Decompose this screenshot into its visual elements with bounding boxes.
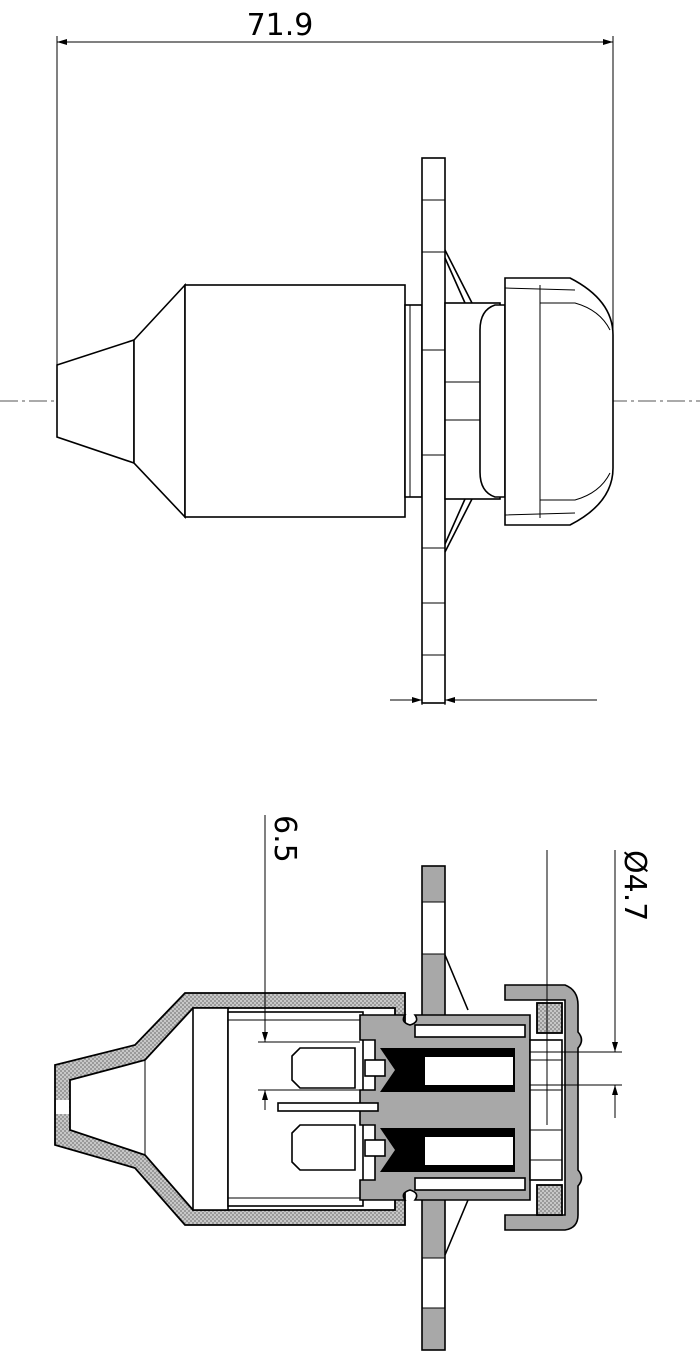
housing-shell-section <box>54 992 406 1226</box>
nozzle-orifice <box>56 1100 69 1114</box>
nozzle-tip <box>56 338 135 465</box>
end-cap-section <box>504 984 583 1231</box>
diameter-dimension: Ø4.7 <box>530 850 652 1125</box>
inner-hub-section <box>359 1014 531 1201</box>
overall-length-dimension: 71.9 <box>56 8 614 436</box>
seal-lower <box>536 1184 563 1216</box>
contact-lower <box>291 1124 515 1172</box>
top-view: 71.9 <box>0 8 700 705</box>
nozzle-cone <box>133 282 186 520</box>
dimension-label-71-9: 71.9 <box>247 8 314 43</box>
contact-upper <box>291 1047 515 1092</box>
housing-body <box>184 284 406 518</box>
seal-upper <box>536 1002 563 1034</box>
depth-dimension: 6.5 <box>258 815 360 1110</box>
flange-thickness-dimension <box>390 510 597 705</box>
collar <box>404 304 423 498</box>
dimension-label-diameter-4-7: Ø4.7 <box>617 850 652 921</box>
dimension-label-6-5: 6.5 <box>267 815 302 863</box>
section-view: 6.5 Ø4.7 <box>54 815 652 1351</box>
end-cap <box>504 277 614 526</box>
cap-neck <box>479 304 506 498</box>
